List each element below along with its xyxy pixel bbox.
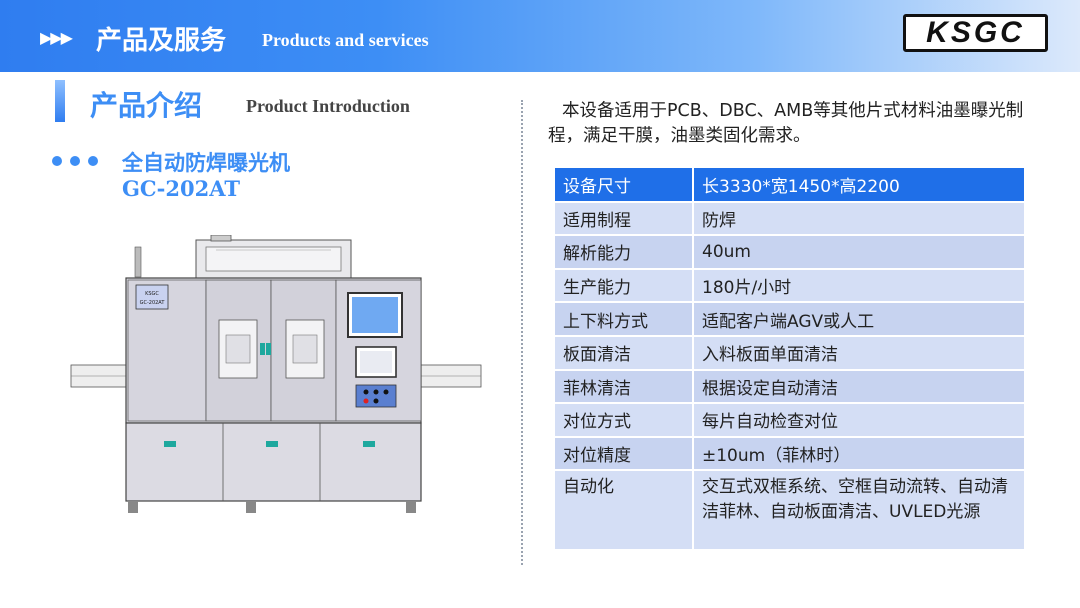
- section-accent-bar: [55, 80, 65, 122]
- bullet-dots-icon: [52, 156, 98, 166]
- spec-value: 40um: [693, 235, 1024, 270]
- table-row: 自动化 交互式双框系统、空框自动流转、自动清洁菲林、自动板面清洁、UVLED光源: [555, 470, 1024, 552]
- table-row: 解析能力 40um: [555, 235, 1024, 270]
- spec-key: 生产能力: [555, 268, 694, 304]
- table-row: 对位方式 每片自动检查对位: [555, 403, 1024, 438]
- section-title: 产品介绍: [90, 89, 203, 122]
- machine-illustration: KSGC GC-202AT: [70, 235, 482, 513]
- spec-key: 自动化: [555, 470, 694, 552]
- spec-value: 适配客户端AGV或人工: [693, 302, 1024, 337]
- spec-value: 交互式双框系统、空框自动流转、自动清洁菲林、自动板面清洁、UVLED光源: [693, 470, 1024, 552]
- product-name-cn: 全自动防焊曝光机: [122, 150, 290, 175]
- header-banner: ▶▶▶ 产品及服务 Products and services KSGC: [0, 0, 1080, 72]
- section-subtitle: Product Introduction: [246, 96, 410, 116]
- spec-key: 解析能力: [555, 235, 694, 270]
- table-row: 菲林清洁 根据设定自动清洁: [555, 369, 1024, 405]
- product-model: GC-202AT: [122, 176, 240, 201]
- ksgc-logo: KSGC: [903, 14, 1048, 52]
- spec-value: 入料板面单面清洁: [693, 335, 1024, 371]
- triple-arrow-icon: ▶▶▶: [40, 28, 73, 47]
- spec-key: 菲林清洁: [555, 369, 694, 405]
- table-row: 上下料方式 适配客户端AGV或人工: [555, 302, 1024, 337]
- spec-value: 根据设定自动清洁: [693, 369, 1024, 405]
- panel-label-2: GC-202AT: [140, 300, 166, 306]
- spec-key: 对位方式: [555, 403, 694, 438]
- spec-key: 上下料方式: [555, 302, 694, 337]
- table-row: 板面清洁 入料板面单面清洁: [555, 335, 1024, 371]
- header-subtitle: Products and services: [262, 30, 429, 50]
- spec-key: 适用制程: [555, 201, 694, 237]
- spec-value: 180片/小时: [693, 268, 1024, 304]
- table-row: 适用制程 防焊: [555, 201, 1024, 237]
- spec-key: 板面清洁: [555, 335, 694, 371]
- spec-key: 对位精度: [555, 436, 694, 472]
- table-row: 对位精度 ±10um（菲林时）: [555, 436, 1024, 472]
- spec-value: 防焊: [693, 201, 1024, 237]
- table-row: 生产能力 180片/小时: [555, 268, 1024, 304]
- vertical-divider: [521, 100, 523, 565]
- table-row: 设备尺寸 长3330*宽1450*高2200: [555, 168, 1024, 203]
- spec-value: 长3330*宽1450*高2200: [693, 168, 1024, 203]
- header-title: 产品及服务: [96, 26, 227, 56]
- intro-text: 本设备适用于PCB、DBC、AMB等其他片式材料油墨曝光制程，满足干膜，油墨类固…: [548, 101, 1024, 146]
- panel-label-1: KSGC: [145, 291, 159, 297]
- spec-table: 设备尺寸 长3330*宽1450*高2200 适用制程 防焊 解析能力 40um…: [555, 168, 1024, 552]
- spec-value: ±10um（菲林时）: [693, 436, 1024, 472]
- product-name: 全自动防焊曝光机 GC-202AT: [122, 150, 290, 202]
- spec-value: 每片自动检查对位: [693, 403, 1024, 438]
- spec-key: 设备尺寸: [555, 168, 694, 203]
